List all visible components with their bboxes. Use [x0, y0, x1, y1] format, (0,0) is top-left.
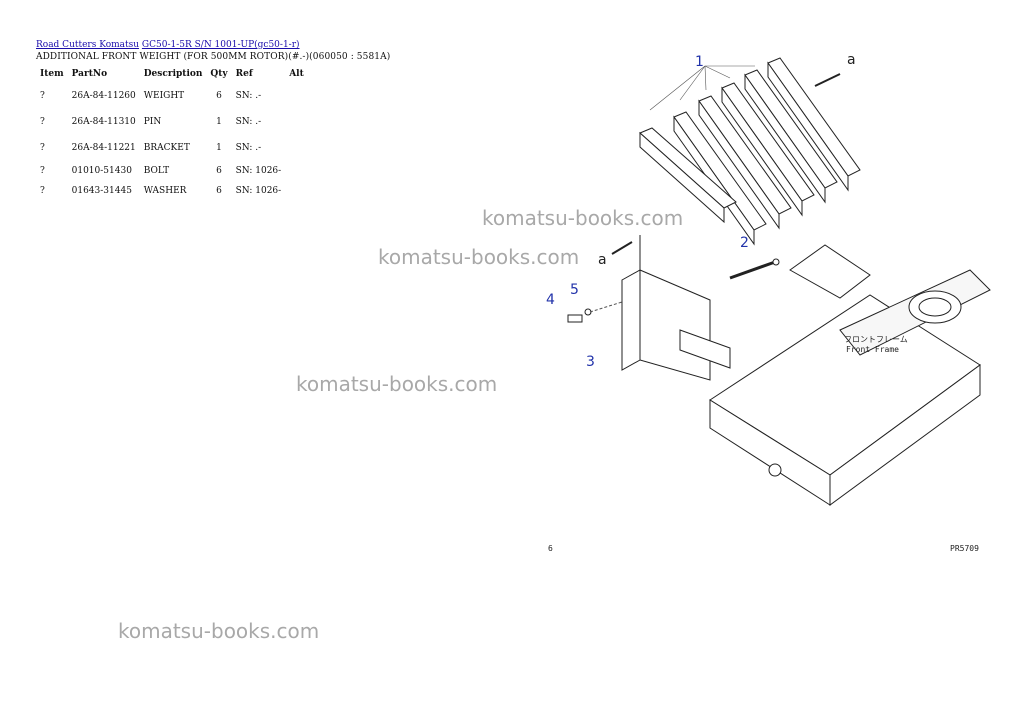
table-row: ? 01643-31445 WASHER 6 SN: 1026-	[36, 181, 308, 201]
cell-partno: 26A-84-11260	[71, 91, 136, 101]
arrow-a-label-top: a	[847, 52, 856, 68]
weight-plate	[639, 127, 737, 224]
watermark: komatsu-books.com	[296, 372, 498, 396]
watermark: komatsu-books.com	[378, 245, 580, 269]
cell-qty: 1	[216, 117, 222, 127]
cell-partno: 01643-31445	[71, 186, 132, 196]
table-row: ? 01010-51430 BOLT 6 SN: 1026-	[36, 161, 308, 181]
cell-qty: 6	[216, 186, 222, 196]
parts-diagram: 1 a a 2 3 4 5 フロントフレーム Front Frame 6 PR5…	[546, 52, 991, 553]
cell-ref: SN: 1026-	[235, 186, 282, 196]
front-frame-en-label: Front Frame	[846, 345, 899, 354]
cell-description: PIN	[143, 117, 162, 127]
diagram-label-1: 1	[695, 54, 704, 70]
diagram-page-number: 6	[548, 544, 553, 553]
arrow-a-top: a	[814, 52, 856, 87]
cell-alt	[285, 109, 308, 135]
cell-partno: 01010-51430	[71, 166, 132, 176]
breadcrumb-link-model[interactable]: GC50-1-5R S/N 1001-UP(gc50-1-r)	[141, 40, 300, 50]
cell-qty: 6	[216, 91, 222, 101]
cell-alt	[285, 83, 308, 109]
table-row: ? 26A-84-11260 WEIGHT 6 SN: .-	[36, 83, 308, 109]
bolt-washer	[567, 301, 623, 323]
bracket	[621, 235, 731, 381]
weight-plate	[744, 69, 838, 204]
col-header-item: Item	[40, 69, 64, 79]
cell-item: ?	[40, 143, 45, 153]
arrow-a-mid: a	[598, 241, 633, 268]
cell-description: WASHER	[143, 186, 187, 196]
watermark: komatsu-books.com	[482, 206, 684, 230]
breadcrumb-link-road-cutters[interactable]: Road Cutters Komatsu	[36, 40, 140, 50]
cell-item: ?	[40, 166, 45, 176]
col-header-qty: Qty	[210, 69, 228, 79]
watermark: komatsu-books.com	[118, 619, 320, 643]
breadcrumb: Road Cutters Komatsu GC50-1-5R S/N 1001-…	[36, 40, 300, 50]
page-title: ADDITIONAL FRONT WEIGHT (FOR 500MM ROTOR…	[36, 52, 391, 62]
cell-ref: SN: .-	[235, 91, 262, 101]
cell-alt	[285, 161, 308, 181]
diagram-label-2: 2	[740, 235, 749, 251]
col-header-description: Description	[143, 69, 203, 79]
cell-description: WEIGHT	[143, 91, 185, 101]
table-row: ? 26A-84-11310 PIN 1 SN: .-	[36, 109, 308, 135]
diagram-label-5: 5	[570, 282, 579, 298]
cell-item: ?	[40, 186, 45, 196]
weight-plates	[639, 57, 861, 246]
pin	[729, 258, 780, 280]
cell-qty: 6	[216, 166, 222, 176]
cell-ref: SN: .-	[235, 117, 262, 127]
cell-partno: 26A-84-11310	[71, 117, 136, 127]
cell-item: ?	[40, 117, 45, 127]
cell-ref: SN: 1026-	[235, 166, 282, 176]
diagram-page-code: PR5709	[950, 544, 979, 553]
front-frame	[709, 244, 991, 506]
weight-plate	[673, 111, 767, 246]
cell-ref: SN: .-	[235, 143, 262, 153]
table-header-row: Item PartNo Description Qty Ref Alt	[36, 65, 308, 83]
diagram-label-3: 3	[586, 354, 595, 370]
weight-plate	[721, 82, 815, 217]
diagram-label-4: 4	[546, 292, 555, 308]
cell-qty: 1	[216, 143, 222, 153]
parts-table: Item PartNo Description Qty Ref Alt ? 26…	[36, 65, 308, 201]
col-header-alt: Alt	[289, 69, 304, 79]
cell-alt	[285, 135, 308, 161]
cell-alt	[285, 181, 308, 201]
cell-description: BRACKET	[143, 143, 190, 153]
leader-lines-1	[649, 65, 755, 111]
table-row: ? 26A-84-11221 BRACKET 1 SN: .-	[36, 135, 308, 161]
cell-partno: 26A-84-11221	[71, 143, 136, 153]
weight-plate	[767, 57, 861, 192]
col-header-ref: Ref	[235, 69, 253, 79]
cell-description: BOLT	[143, 166, 170, 176]
col-header-partno: PartNo	[71, 69, 108, 79]
cell-item: ?	[40, 91, 45, 101]
weight-plate	[698, 95, 792, 230]
arrow-a-label-mid: a	[598, 252, 607, 268]
front-frame-jp-label: フロントフレーム	[844, 335, 908, 344]
